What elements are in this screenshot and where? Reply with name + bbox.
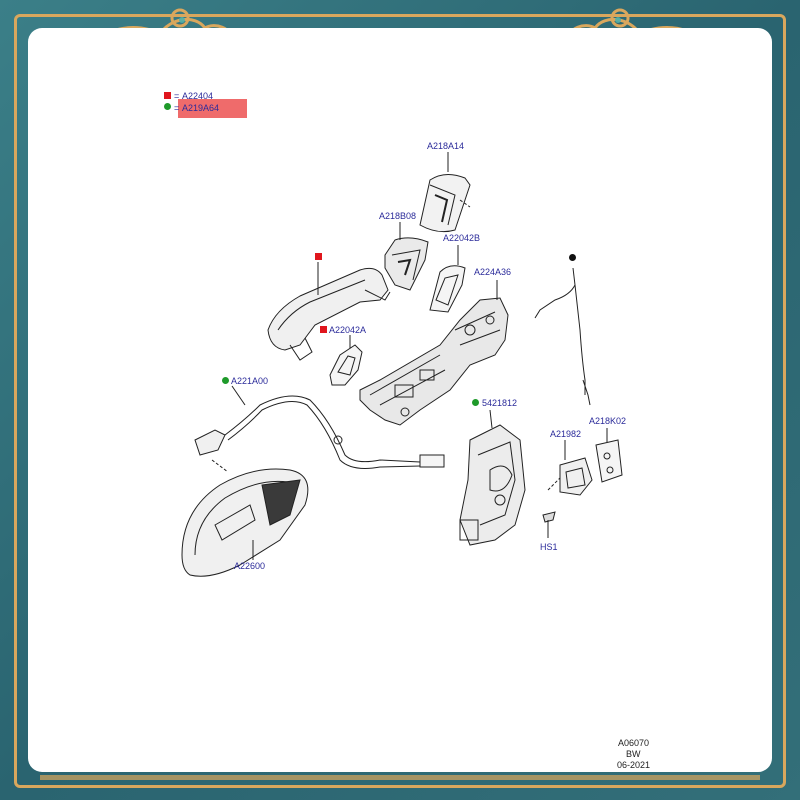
label-a22042b: A22042B bbox=[443, 233, 481, 243]
legend-label-red: A22404 bbox=[182, 91, 214, 101]
door-handle-exploded-diagram bbox=[181, 152, 623, 577]
label-a21982: A21982 bbox=[550, 429, 582, 439]
legend-label-green: A219A64 bbox=[182, 103, 220, 113]
green-dot-icon bbox=[472, 399, 479, 406]
legend-eq: = bbox=[174, 91, 180, 101]
label-a218k02: A218K02 bbox=[589, 416, 627, 426]
cable-end-part bbox=[534, 267, 576, 319]
screw-part bbox=[542, 511, 556, 538]
gold-border bbox=[14, 14, 786, 788]
diagram-panel: = A22404 = A219A64 A218A14 A218B08 A2204… bbox=[28, 28, 772, 772]
label-a22600: A22600 bbox=[234, 561, 266, 571]
footer-code: A06070 bbox=[618, 738, 650, 748]
outer-handle-part bbox=[267, 267, 391, 361]
interior-handle-part bbox=[181, 468, 309, 577]
red-square-icon bbox=[320, 326, 327, 333]
green-dot-icon bbox=[222, 377, 229, 384]
striker-plate-part bbox=[595, 439, 623, 483]
label-a224a36: A224A36 bbox=[474, 267, 512, 277]
black-dot-icon bbox=[569, 254, 576, 261]
label-5421812: 5421812 bbox=[482, 398, 518, 408]
cover-cap-part bbox=[419, 174, 471, 233]
footer-date: 06-2021 bbox=[617, 760, 651, 770]
label-a218b08: A218B08 bbox=[379, 211, 417, 221]
bezel-part bbox=[384, 237, 429, 291]
gasket-b-part bbox=[429, 265, 466, 313]
legend-eq: = bbox=[174, 103, 180, 113]
label-a218a14: A218A14 bbox=[427, 141, 465, 151]
label-hs1: HS1 bbox=[540, 542, 558, 552]
label-a221a00: A221A00 bbox=[231, 376, 269, 386]
footer-initials: BW bbox=[626, 749, 641, 759]
reinforcement-bracket-part bbox=[359, 297, 509, 426]
label-a22042a: A22042A bbox=[329, 325, 367, 335]
gasket-a-part bbox=[329, 344, 363, 386]
green-dot-icon bbox=[164, 103, 171, 110]
legend-highlight bbox=[178, 99, 247, 118]
striker-part bbox=[559, 457, 593, 496]
red-square-icon bbox=[315, 253, 322, 260]
door-latch-part bbox=[459, 424, 526, 546]
release-cable-part bbox=[574, 284, 586, 395]
red-square-icon bbox=[164, 92, 171, 99]
cable-assembly-part bbox=[194, 395, 445, 469]
